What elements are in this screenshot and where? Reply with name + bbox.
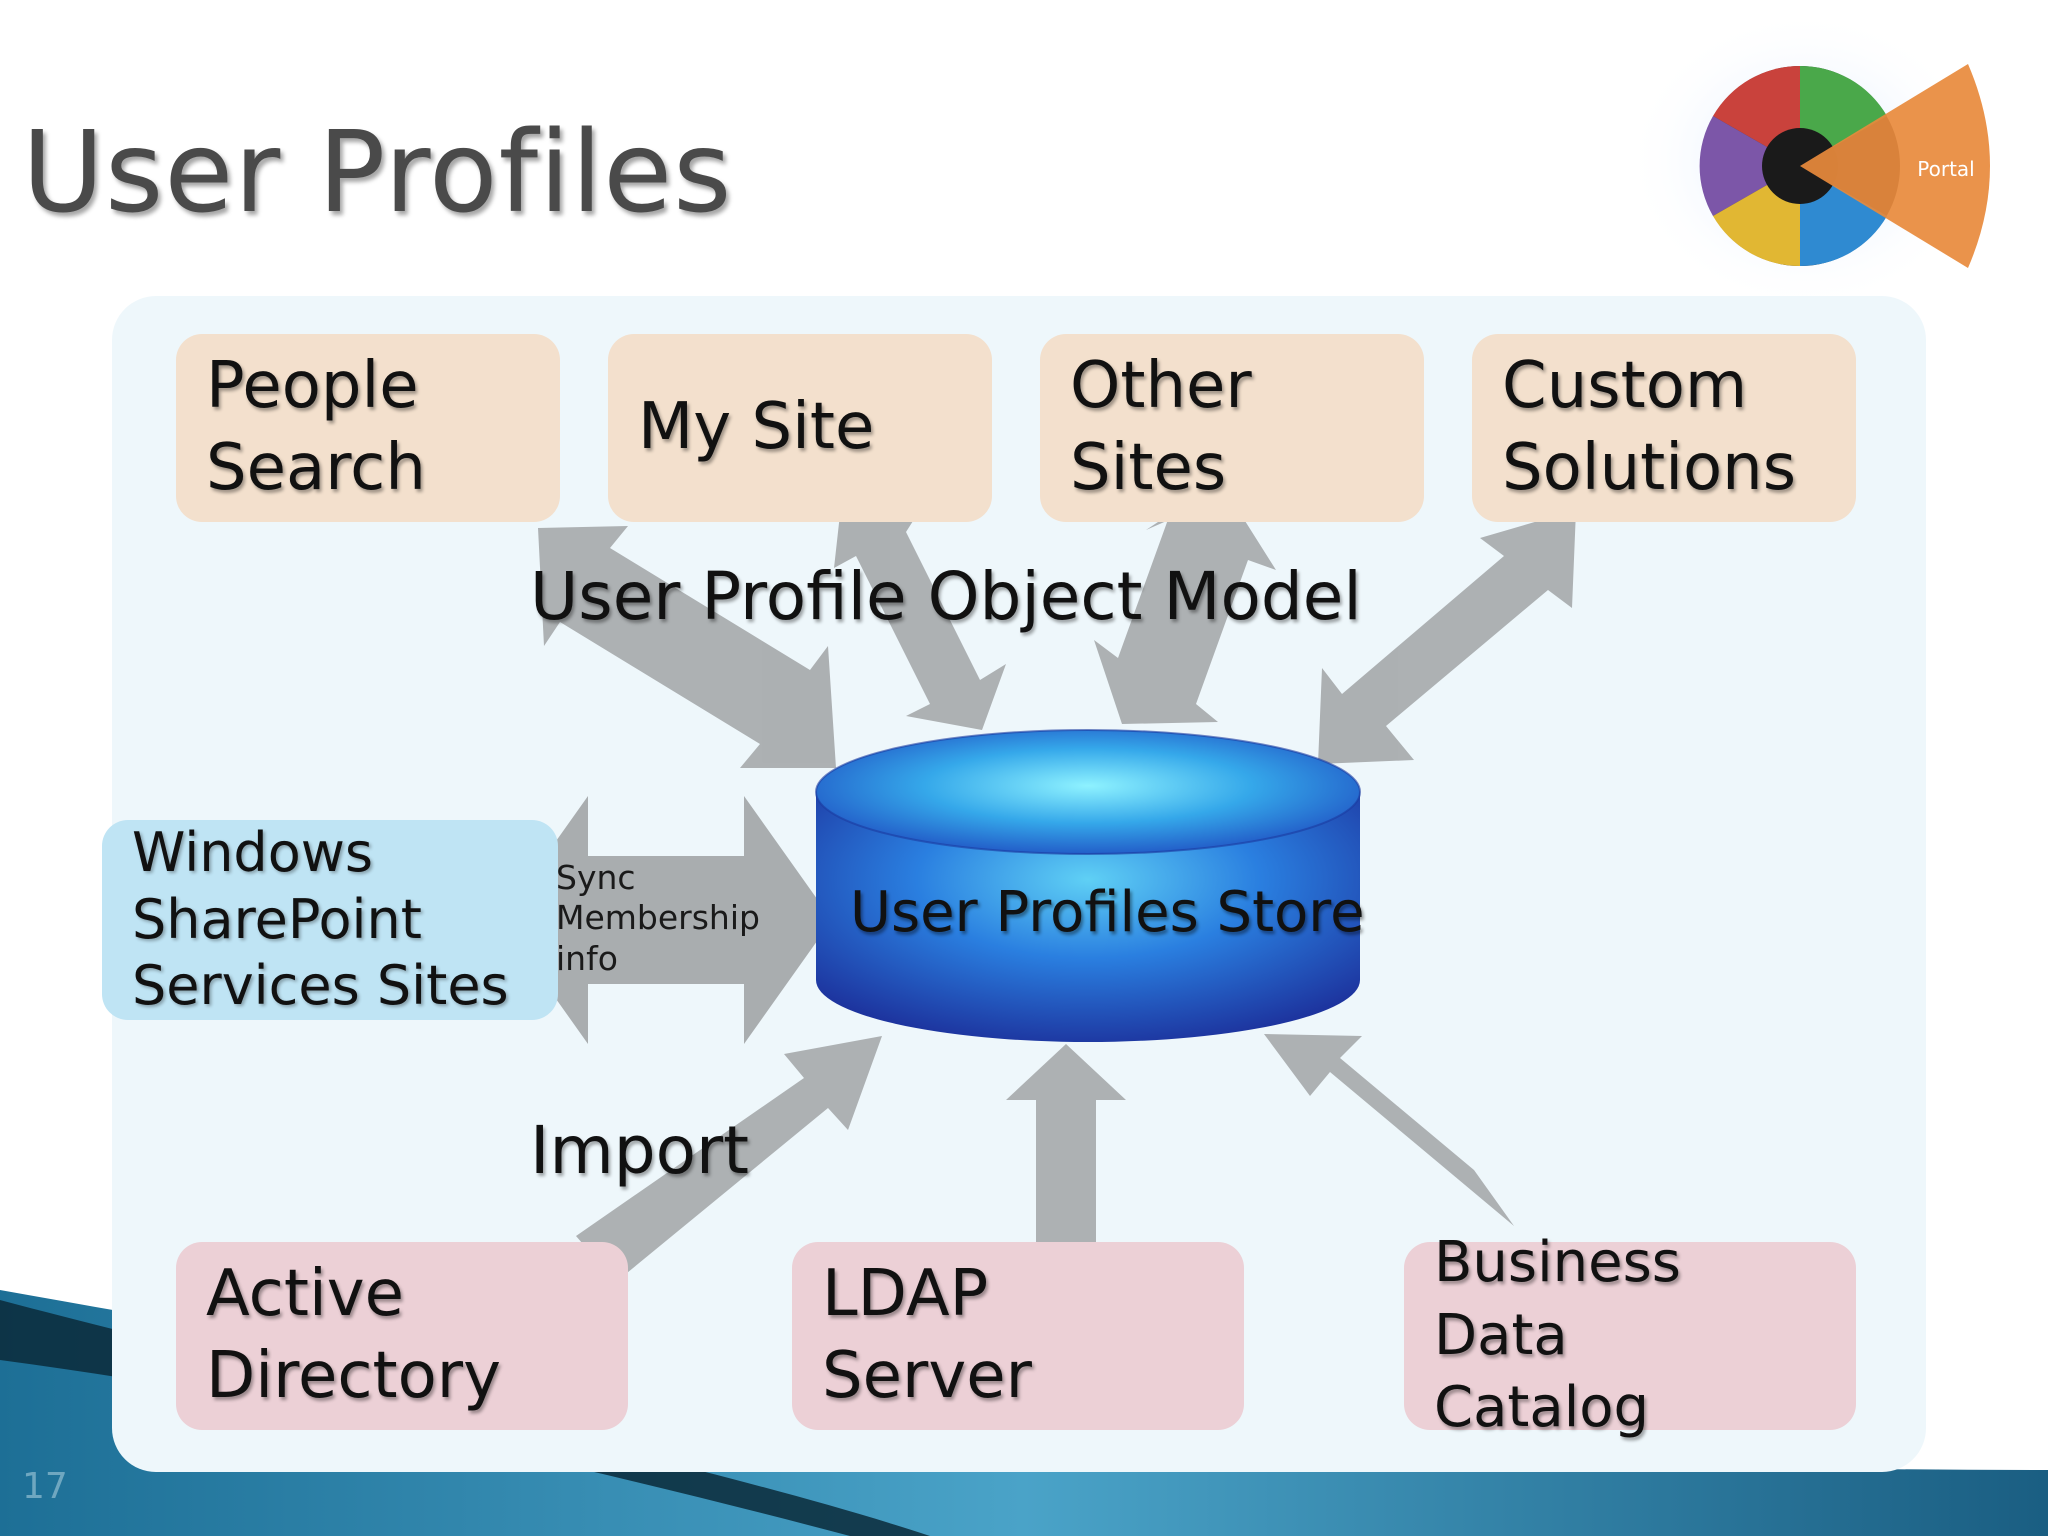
arrow-ldap-server bbox=[1006, 1044, 1126, 1264]
wss-sites-box: Windows SharePoint Services Sites bbox=[102, 820, 558, 1020]
user-profiles-store-label: User Profiles Store bbox=[850, 880, 1365, 945]
slide-title: User Profiles bbox=[22, 108, 733, 238]
object-model-label: User Profile Object Model bbox=[530, 558, 1362, 635]
custom-solutions-box: Custom Solutions bbox=[1472, 334, 1856, 522]
other-sites-label: Other Sites bbox=[1070, 349, 1252, 505]
wss-sites-label: Windows SharePoint Services Sites bbox=[132, 820, 509, 1018]
arrow-active-directory bbox=[576, 1036, 882, 1282]
my-site-box: My Site bbox=[608, 334, 992, 522]
portal-segment bbox=[1800, 64, 1990, 268]
arrow-people-search bbox=[538, 526, 836, 768]
user-profiles-store-cylinder bbox=[815, 729, 1361, 1042]
other-sites-box: Other Sites bbox=[1040, 334, 1424, 522]
arrow-custom-solutions bbox=[1318, 510, 1576, 764]
portal-segment-label: Portal bbox=[1917, 157, 1974, 181]
arrow-other-sites bbox=[1094, 494, 1276, 724]
arrow-business-data-catalog bbox=[1264, 1034, 1514, 1226]
ldap-server-label: LDAP Server bbox=[822, 1257, 1032, 1413]
sync-arrow bbox=[500, 796, 832, 1044]
page-number: 17 bbox=[22, 1466, 68, 1507]
ldap-server-box: LDAP Server bbox=[792, 1242, 1244, 1430]
sync-membership-label: Sync Membership info bbox=[556, 858, 760, 978]
business-data-catalog-label: Business Data Catalog bbox=[1434, 1229, 1681, 1441]
active-directory-label: Active Directory bbox=[206, 1257, 501, 1413]
arrow-my-site bbox=[834, 510, 1006, 730]
active-directory-box: Active Directory bbox=[176, 1242, 628, 1430]
people-search-box: People Search bbox=[176, 334, 560, 522]
my-site-label: My Site bbox=[638, 390, 875, 465]
custom-solutions-label: Custom Solutions bbox=[1502, 349, 1797, 505]
business-data-catalog-box: Business Data Catalog bbox=[1404, 1230, 1856, 1440]
import-label: Import bbox=[530, 1112, 750, 1189]
people-search-label: People Search bbox=[206, 349, 426, 505]
